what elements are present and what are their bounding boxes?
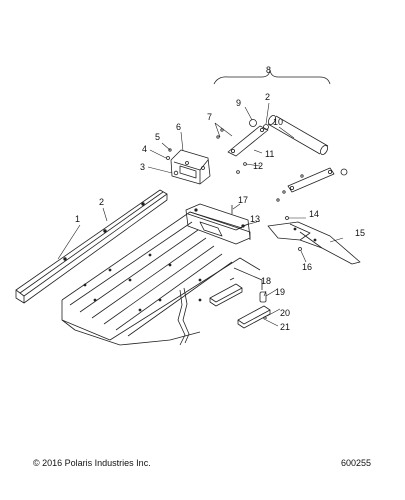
roller-tube: [267, 115, 329, 155]
nut-2: [263, 124, 269, 130]
callout-15: 15: [355, 228, 365, 238]
callout-5: 5: [155, 132, 160, 142]
side-rail: [15, 189, 168, 304]
fastener-5: [168, 148, 172, 152]
link-arm-upper: [227, 125, 269, 157]
callout-19: 19: [275, 287, 285, 297]
callout-11: 11: [265, 149, 274, 159]
front-plate: [185, 203, 251, 245]
fastener-7b: [216, 135, 220, 139]
callout-2-nut: 2: [265, 92, 270, 102]
callout-2-rail: 2: [99, 197, 104, 207]
fastener-7a: [220, 128, 224, 132]
callout-16: 16: [302, 262, 312, 272]
step-pad-left: [209, 277, 243, 307]
fastener-12: [243, 162, 247, 166]
link-arm-lower: [287, 167, 348, 193]
callout-7: 7: [207, 112, 212, 122]
fastener-7e: [300, 174, 304, 178]
fastener-16: [298, 247, 302, 251]
callout-17: 17: [238, 195, 248, 205]
wing-plate: [267, 221, 361, 265]
fastener-4: [166, 156, 170, 160]
figure-number: 600255: [340, 458, 371, 468]
callouts: 1 2 3 4 5 6 7 8 9 2 10 11 12 13 14 15 16…: [75, 65, 365, 332]
callout-1: 1: [75, 214, 80, 224]
fastener-7c: [282, 190, 286, 194]
callout-14: 14: [309, 209, 319, 219]
bracket-assembly: [170, 149, 211, 185]
clamp-nut: [249, 119, 257, 127]
fastener-14: [285, 216, 289, 220]
callout-8: 8: [266, 65, 271, 75]
callout-4: 4: [142, 144, 147, 154]
copyright-notice: © 2016 Polaris Industries Inc.: [33, 458, 151, 468]
callout-21: 21: [280, 322, 290, 332]
fastener-12b: [236, 170, 240, 174]
callout-13: 13: [250, 214, 260, 224]
group-bracket-8: [213, 69, 331, 85]
callout-12: 12: [253, 161, 263, 171]
fastener-7d: [276, 198, 280, 202]
callout-9: 9: [236, 98, 241, 108]
callout-18: 18: [261, 276, 271, 286]
callout-3: 3: [140, 162, 145, 172]
callout-10: 10: [273, 117, 283, 127]
leader-lines: [57, 102, 344, 327]
cargo-bed-frame: [61, 211, 263, 346]
callout-6: 6: [176, 122, 181, 132]
callout-20: 20: [280, 308, 290, 318]
step-pad-right: [237, 291, 271, 329]
fastener-3: [173, 170, 179, 176]
